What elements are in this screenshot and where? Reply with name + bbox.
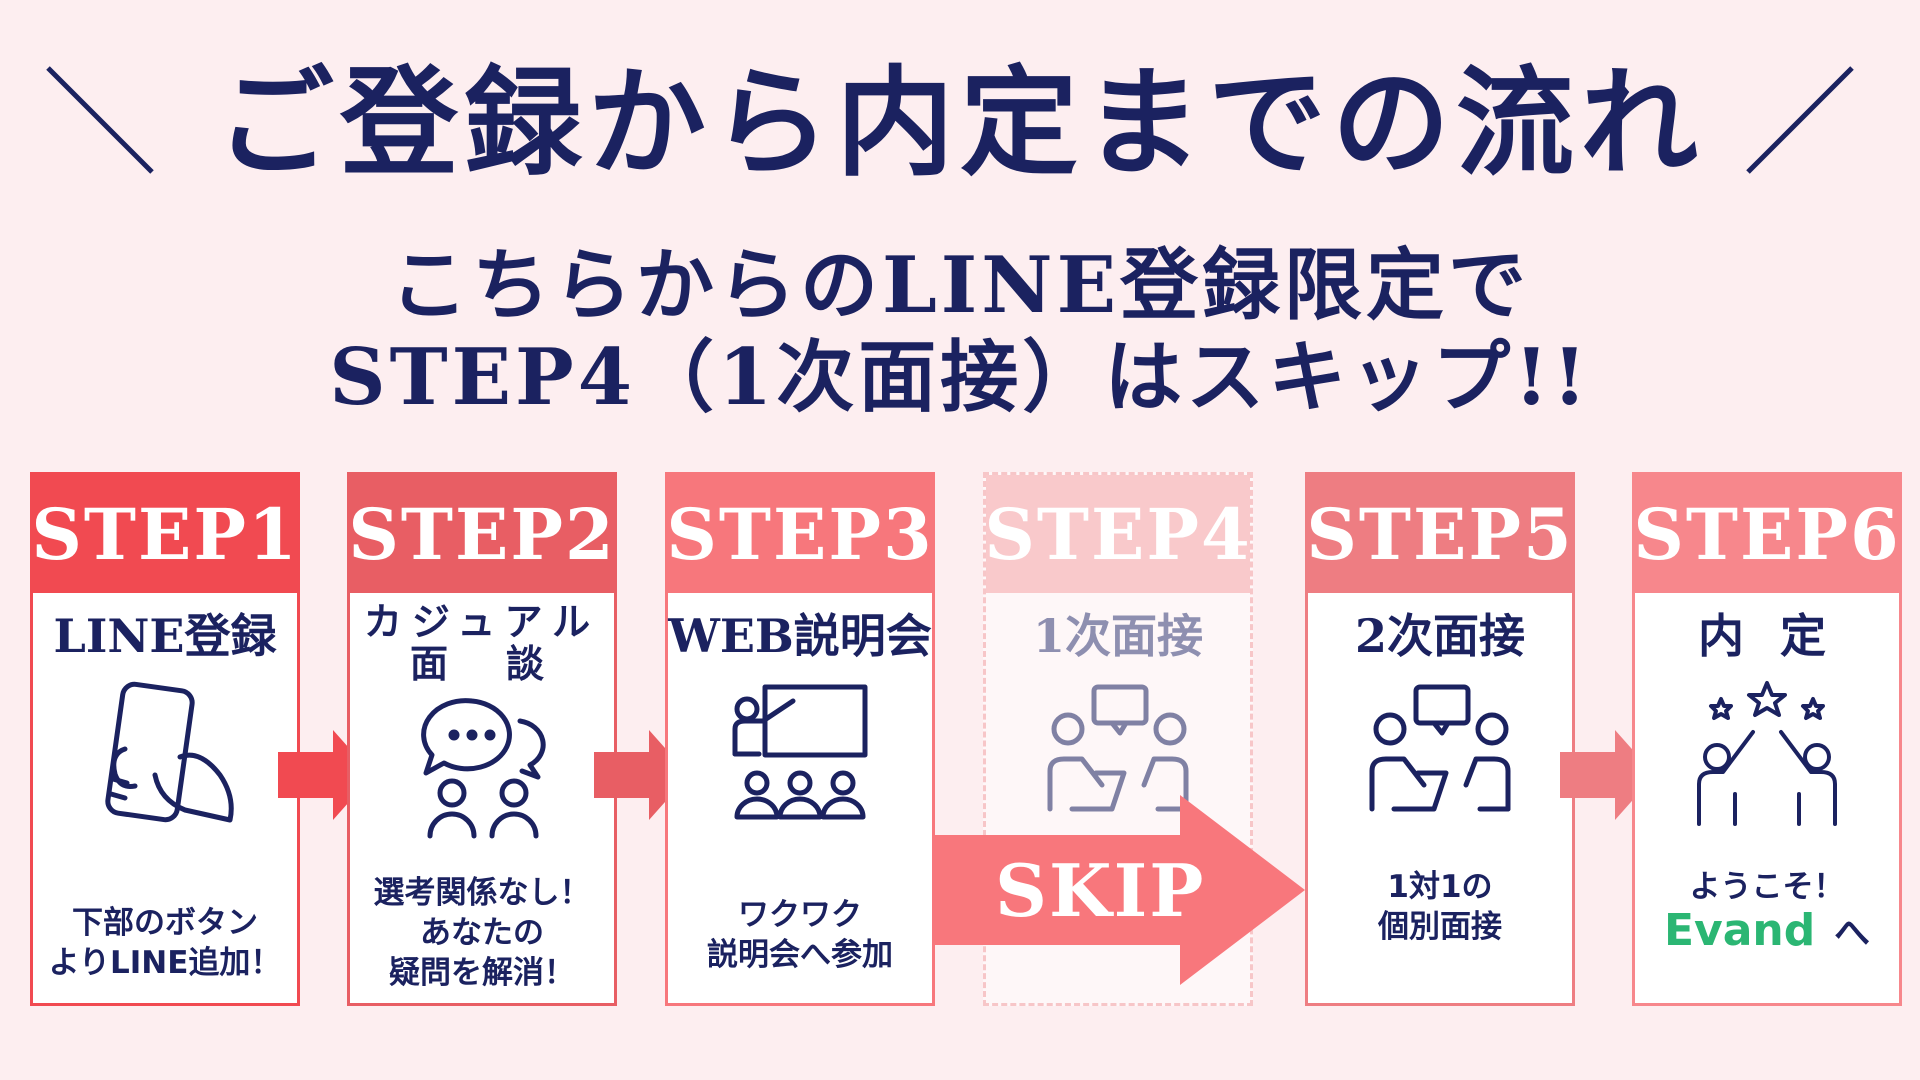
step-card-5: STEP5 2次面接 1対1の 個別面接 [1305, 472, 1575, 1006]
step-label: STEP1 [31, 475, 297, 593]
step-card-1: STEP1 LINE登録 下部のボタン よりLINE追加！ [30, 472, 300, 1006]
step-desc: ワクワク 説明会へ参加 [668, 895, 932, 975]
step-desc-line: ワクワク [738, 897, 862, 933]
step-label: STEP6 [1633, 475, 1899, 593]
evand-logo-text: Evand [1663, 905, 1816, 956]
step-name-line: 面 談 [409, 641, 554, 686]
evand-line: Evand へ [1635, 909, 1899, 955]
step-desc: 1対1の 個別面接 [1308, 867, 1572, 947]
skip-arrow-icon [935, 795, 1305, 985]
arrow-right-icon [1560, 730, 1655, 820]
evand-suffix: へ [1834, 913, 1871, 954]
chat-people-icon [421, 698, 546, 839]
step-name: 1次面接 [1032, 609, 1203, 663]
step-desc-line: 説明会へ参加 [707, 937, 893, 973]
subtitle-line-2: STEP4（1次面接）はスキップ!! [329, 332, 1591, 423]
step-label: STEP5 [1306, 475, 1572, 593]
step-card-6: STEP6 内 定 ようこそ！ Evand へ [1632, 472, 1902, 1006]
smartphone-hand-icon [105, 681, 234, 823]
step-desc-line: 下部のボタン [72, 905, 258, 941]
step-card-3: STEP3 WEB説明会 ワクワク 説明会へ参加 [665, 472, 935, 1006]
step-name: 内 定 [1697, 609, 1836, 663]
step-name-line: カジュアル [363, 599, 601, 644]
step-desc: 下部のボタン よりLINE追加！ [33, 903, 297, 983]
step-name: カジュアル 面 談 [350, 601, 614, 685]
step-card-2: STEP2 カジュアル 面 談 選考関係なし！ あなたの 疑問を解消！ [347, 472, 617, 1006]
step-name: WEB説明会 [668, 609, 932, 663]
skip-label: SKIP [995, 848, 1206, 933]
subtitle-line-1: こちらからのLINE登録限定で [389, 240, 1531, 331]
right-slash-icon [1746, 66, 1854, 174]
step-desc-line: よりLINE追加！ [48, 945, 282, 981]
step-desc: ようこそ！ Evand へ [1635, 867, 1899, 955]
interview-icon [1047, 684, 1189, 812]
step-desc-line: 選考関係なし！ [373, 875, 591, 911]
step-label: STEP4 [984, 475, 1250, 593]
interview-icon [1369, 684, 1511, 812]
presentation-icon [732, 684, 868, 820]
step-name: LINE登録 [53, 609, 277, 663]
step-desc-line: 個別面接 [1378, 909, 1502, 945]
step-label: STEP2 [348, 475, 614, 593]
step-desc-line: 1対1の [1387, 869, 1493, 905]
step-desc-line: ようこそ！ [1689, 869, 1845, 905]
step-desc-line: あなたの [420, 915, 544, 951]
step-label: STEP3 [666, 475, 932, 593]
high-five-stars-icon [1697, 681, 1837, 826]
left-slash-icon [46, 66, 154, 174]
step-name: 2次面接 [1354, 609, 1525, 663]
step-desc-line: 疑問を解消！ [389, 955, 575, 991]
step-desc: 選考関係なし！ あなたの 疑問を解消！ [350, 873, 614, 993]
page-title: ご登録から内定までの流れ [215, 53, 1704, 192]
title-area: ご登録から内定までの流れ [0, 40, 1920, 190]
